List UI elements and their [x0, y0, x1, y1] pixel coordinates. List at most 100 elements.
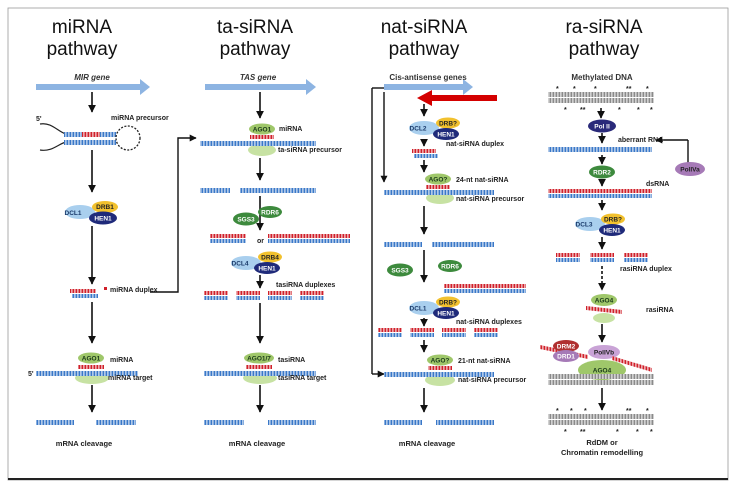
header-mirna-line1: miRNA	[52, 17, 112, 38]
hen1-protein-nat1	[433, 128, 459, 140]
ago7-protein-1	[425, 173, 451, 185]
ago1-protein-mirna	[78, 352, 104, 364]
hen1-protein-ra	[599, 224, 625, 236]
aberrant-rna-strand	[548, 147, 652, 152]
precursor-5p-tail	[39, 123, 67, 135]
final-star-10: *	[650, 429, 653, 436]
meth-dna-bottom	[548, 98, 654, 103]
mirna-to-tasirna-connector	[150, 134, 197, 293]
poliva-label: PolIVa	[680, 167, 700, 174]
tasirna-mirna-label: miRNA	[279, 126, 302, 133]
dcl2-protein	[409, 121, 439, 135]
rdr6-label-nat: RDR6	[441, 264, 459, 271]
sgs3-label: SGS3	[237, 217, 255, 224]
ds-option1-top	[210, 234, 246, 238]
ra-duplex2-top	[590, 253, 614, 257]
meth-star-10: *	[650, 107, 653, 114]
meth-star-7: **	[580, 107, 586, 114]
rasirna-label: rasiRNA	[646, 307, 674, 314]
drb7-protein-2	[436, 296, 460, 308]
cis-antisense-arrow	[417, 90, 497, 106]
sgs3-protein-nat	[387, 263, 413, 277]
rasirna-duplex-label: rasiRNA duplex	[620, 266, 672, 273]
nat-duplexes3-bottom	[442, 333, 466, 337]
nat-duplexes-label: nat-siRNA duplexes	[456, 319, 522, 326]
cis-sense-arrow	[384, 79, 473, 95]
five-prime-label: 5'	[36, 116, 42, 123]
ago17-label: AGO1/7	[247, 356, 271, 363]
meth-star-1: *	[556, 86, 559, 93]
dcl1-protein-nat	[409, 301, 439, 315]
hen1-label-mirna: HEN1	[94, 216, 112, 223]
ra-duplex1-bottom	[556, 258, 580, 262]
mir-gene-arrow	[36, 79, 150, 95]
ra-duplex1-top	[556, 253, 580, 257]
header-rasirna-line2: pathway	[569, 39, 640, 60]
tas-duplex2-top	[236, 291, 260, 295]
ra-duplex3-top	[624, 253, 648, 257]
precursor-loop	[115, 125, 141, 151]
ago17-protein	[244, 352, 274, 364]
tasirna-target-strand	[204, 371, 316, 376]
drb7-label-2: DRB?	[439, 300, 457, 307]
meth-star-2: *	[573, 86, 576, 93]
mirna-target-label: miRNA target	[108, 375, 153, 382]
frame-bottom-rule	[8, 478, 728, 480]
drm2-label: DRM2	[557, 344, 576, 351]
final-dna-bottom	[548, 420, 654, 425]
drb4-protein	[258, 251, 282, 263]
dcl4-protein	[231, 256, 261, 270]
nat-ds-bottom	[444, 289, 526, 293]
dcl3-label: DCL3	[576, 222, 593, 229]
nat-duplexes2-bottom	[410, 333, 434, 337]
meth-dna-top	[548, 92, 654, 97]
rdm-dna-bottom	[548, 380, 654, 385]
ago1-body-tasirna	[248, 144, 276, 156]
ago7-label-1: AGO?	[429, 177, 448, 184]
hen1-protein-nat2	[433, 307, 459, 319]
meth-star-6: *	[564, 107, 567, 114]
meth-star-8: *	[618, 107, 621, 114]
mirna-cleavage-label: mRNA cleavage	[56, 439, 112, 448]
rdr6-label-tasirna: RDR6	[261, 210, 279, 217]
dsrna-top	[548, 189, 652, 193]
tas-duplex3-bottom	[268, 296, 292, 300]
nat-duplex1-bottom	[414, 154, 438, 158]
poliva-protein	[675, 162, 705, 176]
nat24-guide	[426, 185, 450, 189]
ago4-protein-1	[591, 294, 617, 306]
dcl3-protein	[575, 217, 605, 231]
tas-duplex2-bottom	[236, 296, 260, 300]
nat-cleavage-label: mRNA cleavage	[399, 439, 455, 448]
nat-cleaved-right	[432, 242, 494, 247]
final-star-8: *	[616, 429, 619, 436]
nat-duplexes1-top	[378, 328, 402, 332]
hen1-label-tasirna: HEN1	[258, 266, 276, 273]
final-star-4: **	[626, 408, 632, 415]
dcl4-label: DCL4	[232, 261, 249, 268]
final-star-7: **	[580, 429, 586, 436]
ago4-label-2: AGO4	[593, 368, 612, 375]
ra-outcome-line1: RdDM or	[586, 438, 617, 447]
header-natsirna-line1: nat-siRNA	[381, 17, 468, 38]
mirna-duplex-label: miRNA duplex	[110, 287, 158, 294]
mirna-duplex-top	[70, 289, 96, 293]
final-star-5: *	[646, 408, 649, 415]
drb4-label: DRB4	[261, 255, 279, 262]
cleaved-fragment-right-nat	[436, 420, 494, 425]
ds-option2-top	[268, 234, 350, 238]
ra-duplex2-bottom	[590, 258, 614, 262]
header-tasirna-line2: pathway	[220, 39, 291, 60]
ds-option2-bottom	[268, 239, 350, 243]
meth-dna-label: Methylated DNA	[571, 73, 633, 82]
drb7-label-1: DRB?	[439, 121, 457, 128]
drd1-protein	[553, 350, 579, 362]
meth-star-3: *	[594, 86, 597, 93]
nat24-label: 24-nt nat-siRNA	[456, 177, 509, 184]
drb7-label-ra: DRB?	[604, 217, 622, 224]
nat21-guide	[428, 366, 452, 370]
polivb-protein	[588, 345, 620, 359]
tasirna-guide-mirna	[250, 135, 274, 139]
rdm-rna-strand-right	[612, 356, 652, 372]
tasirna-label: tasiRNA	[278, 357, 305, 364]
